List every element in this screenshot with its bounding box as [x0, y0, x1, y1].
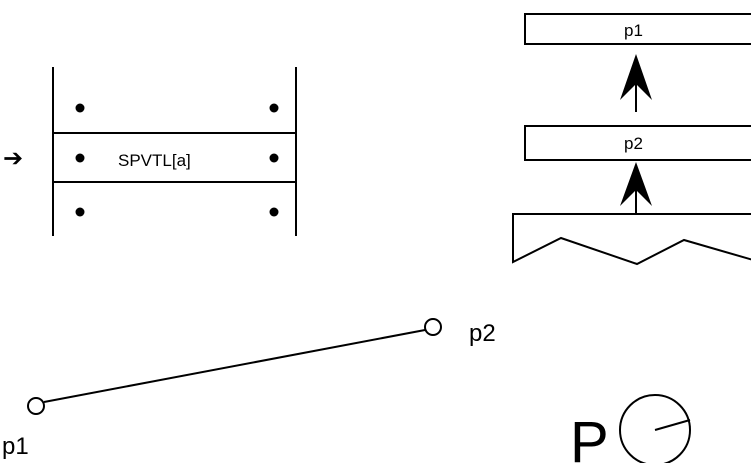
- stack-box-bottom: [524, 125, 751, 161]
- stack-dot-bottom-left: [75, 207, 85, 217]
- arrow-up-icon-lower: [620, 162, 652, 206]
- stack-dot-top-right: [269, 103, 279, 113]
- stack-box-top: [524, 13, 751, 45]
- dial-hand: [654, 419, 691, 431]
- torn-base-shape: [512, 213, 751, 266]
- stack-box-bottom-label: p2: [624, 134, 643, 153]
- segment-start-label: p1: [2, 433, 29, 460]
- arrow-up-icon-upper: [620, 54, 652, 100]
- stack-dot-bottom-right: [269, 207, 279, 217]
- line-segment-diagram: p1 p2: [2, 318, 496, 460]
- projection-letter: P: [570, 410, 609, 463]
- segment-line: [43, 329, 426, 403]
- dial-icon: [619, 394, 691, 463]
- segment-end-label: p2: [469, 320, 496, 347]
- segment-start-point: [27, 397, 45, 415]
- pointer-stack-diagram: p1 p2: [512, 13, 751, 266]
- segment-end-point: [424, 318, 442, 336]
- instruction-label: SPVTL[a]: [118, 151, 191, 170]
- stack-dot-middle-right: [269, 153, 279, 163]
- stack-box-top-label: p1: [624, 21, 643, 40]
- stack-frame-diagram: ➔ SPVTL[a]: [3, 67, 297, 236]
- stack-dot-middle-left: [75, 153, 85, 163]
- projection-symbol: P: [570, 394, 691, 463]
- stack-dot-top-left: [75, 103, 85, 113]
- current-instruction-arrow-icon: ➔: [3, 145, 23, 172]
